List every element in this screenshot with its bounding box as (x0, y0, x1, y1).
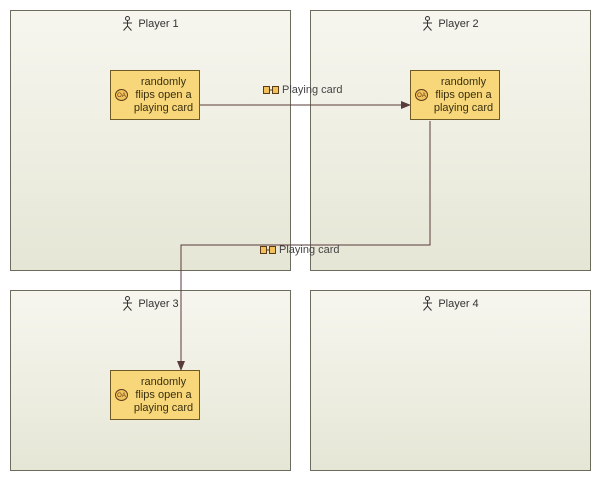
lane-header: Player 2 (311, 16, 590, 31)
activity-label: randomly flips open a playing card (433, 76, 494, 114)
operational-activity-icon: OA (415, 89, 428, 101)
lane-header: Player 1 (11, 16, 290, 31)
lane-title: Player 2 (438, 17, 479, 30)
svg-text:OA: OA (117, 93, 126, 99)
actor-icon (123, 296, 133, 311)
operational-activity-icon: OA (115, 89, 128, 101)
actor-icon (423, 296, 433, 311)
flow-connector-2[interactable] (177, 121, 431, 371)
lane-title: Player 1 (138, 17, 179, 30)
operational-activity-icon: OA (115, 389, 128, 401)
svg-text:OA: OA (417, 93, 426, 99)
svg-text:OA: OA (117, 393, 126, 399)
actor-icon (423, 16, 433, 31)
flow-label-2[interactable]: Playing card (260, 244, 340, 256)
lane-player-1[interactable]: Player 1 (10, 10, 291, 271)
activity-player-1[interactable]: OA randomly flips open a playing card (110, 70, 200, 120)
flow-label-text: Playing card (279, 244, 340, 256)
lane-title: Player 3 (138, 297, 179, 310)
activity-player-3[interactable]: OA randomly flips open a playing card (110, 370, 200, 420)
lane-player-4[interactable]: Player 4 (310, 290, 591, 471)
flow-label-1[interactable]: Playing card (263, 84, 343, 96)
activity-player-2[interactable]: OA randomly flips open a playing card (410, 70, 500, 120)
lane-player-2[interactable]: Player 2 (310, 10, 591, 271)
activity-label: randomly flips open a playing card (133, 376, 194, 414)
actor-icon (123, 16, 133, 31)
lane-title: Player 4 (438, 297, 479, 310)
activity-label: randomly flips open a playing card (133, 76, 194, 114)
lane-header: Player 3 (11, 296, 290, 311)
flow-label-text: Playing card (282, 84, 343, 96)
lane-header: Player 4 (311, 296, 590, 311)
interaction-icon (263, 86, 279, 94)
interaction-icon (260, 246, 276, 254)
